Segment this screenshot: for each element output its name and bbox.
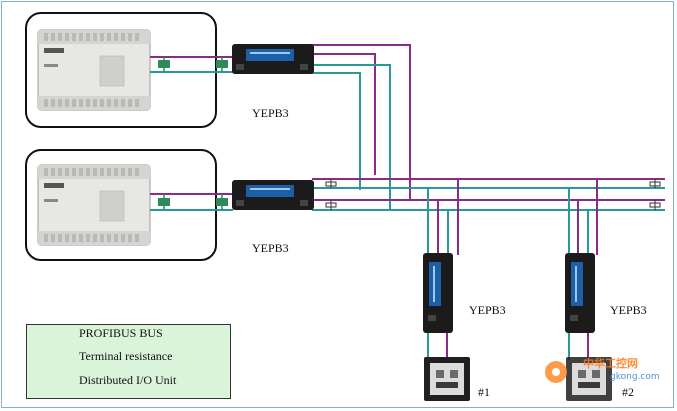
legend-box: PROFIBUS BUS Terminal resistance Distrib… [26, 324, 231, 399]
distributed-io-contactor-icon [424, 357, 470, 401]
yepb3-converter-icon [232, 44, 314, 74]
distributed-io-contactor-icon [566, 357, 612, 401]
terminal-resistance-icon [325, 200, 337, 210]
legend-bus-label: PROFIBUS BUS [79, 326, 163, 340]
converter-label-slave-1: YEPB3 [469, 303, 506, 317]
legend-io-label: Distributed I/O Unit [79, 373, 177, 387]
terminal-resistance-icon [325, 179, 337, 188]
terminal-resistance-icon [649, 200, 661, 210]
converter-label-slave-2: YEPB3 [610, 303, 647, 317]
converter-label-top: YEPB3 [252, 106, 289, 120]
terminal-resistance-icon [649, 179, 661, 188]
plc-controller-icon [37, 29, 151, 111]
yepb3-converter-icon [565, 253, 595, 333]
legend-terminal-label: Terminal resistance [79, 349, 173, 363]
watermark-gear-icon [545, 361, 567, 383]
yepb3-converter-icon [232, 180, 314, 210]
terminal-resistance-icon [216, 57, 228, 72]
plc-controller-icon [37, 164, 151, 246]
yepb3-converter-icon [423, 253, 453, 333]
converter-label-middle: YEPB3 [252, 241, 289, 255]
node-label-1: #1 [478, 385, 490, 399]
terminal-resistance-icon [158, 194, 170, 210]
node-label-2: #2 [622, 385, 634, 399]
watermark-brand: 中华工控网 [583, 357, 638, 370]
terminal-resistance-icon [158, 57, 170, 72]
terminal-resistance-icon [216, 194, 228, 210]
watermark-url: gkong.com [610, 372, 660, 382]
